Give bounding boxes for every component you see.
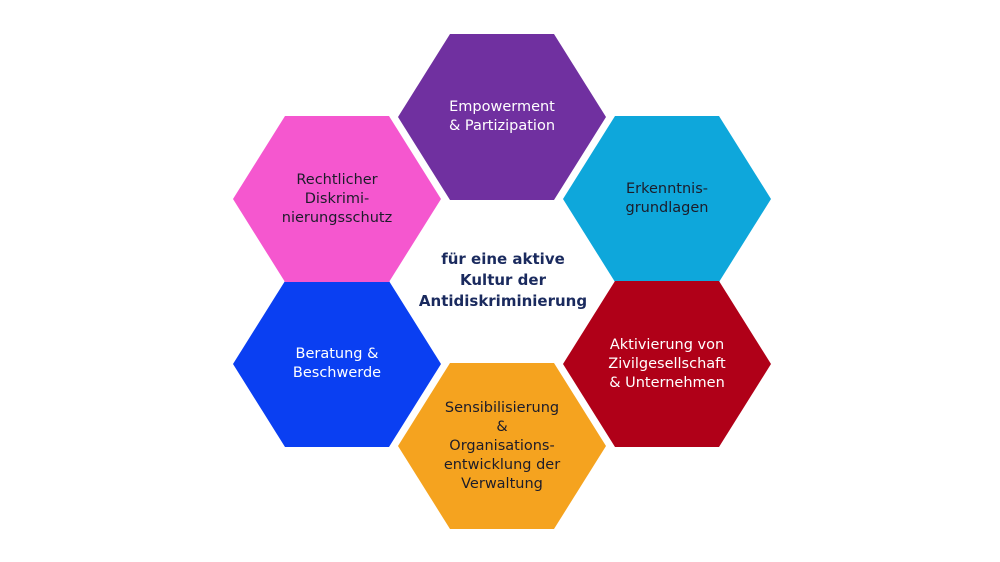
- hexagon-label-sensibilisierung: Sensibilisierung & Organisations- entwic…: [443, 399, 561, 492]
- hexagon-label-empowerment: Empowerment & Partizipation: [448, 99, 556, 134]
- hexagon-empowerment: [398, 34, 606, 200]
- center-label: für eine aktive Kultur der Antidiskrimin…: [418, 249, 588, 310]
- hexagon-label-aktivierung: Aktivierung von Zivilgesellschaft & Unte…: [608, 336, 726, 391]
- hexagon-label-rechtlicher: Rechtlicher Diskrimi- nierungsschutz: [281, 171, 393, 226]
- hexagon-label-erkenntnis: Erkenntnis- grundlagen: [625, 181, 709, 216]
- hexagon-rechtlicher: [233, 116, 441, 282]
- hexagon-label-beratung: Beratung & Beschwerde: [292, 346, 382, 381]
- hexagon-beratung: [233, 281, 441, 447]
- hexagon-erkenntnis: [563, 116, 771, 282]
- hexagon-sensibilisierung: [398, 363, 606, 529]
- hexagon-aktivierung: [563, 281, 771, 447]
